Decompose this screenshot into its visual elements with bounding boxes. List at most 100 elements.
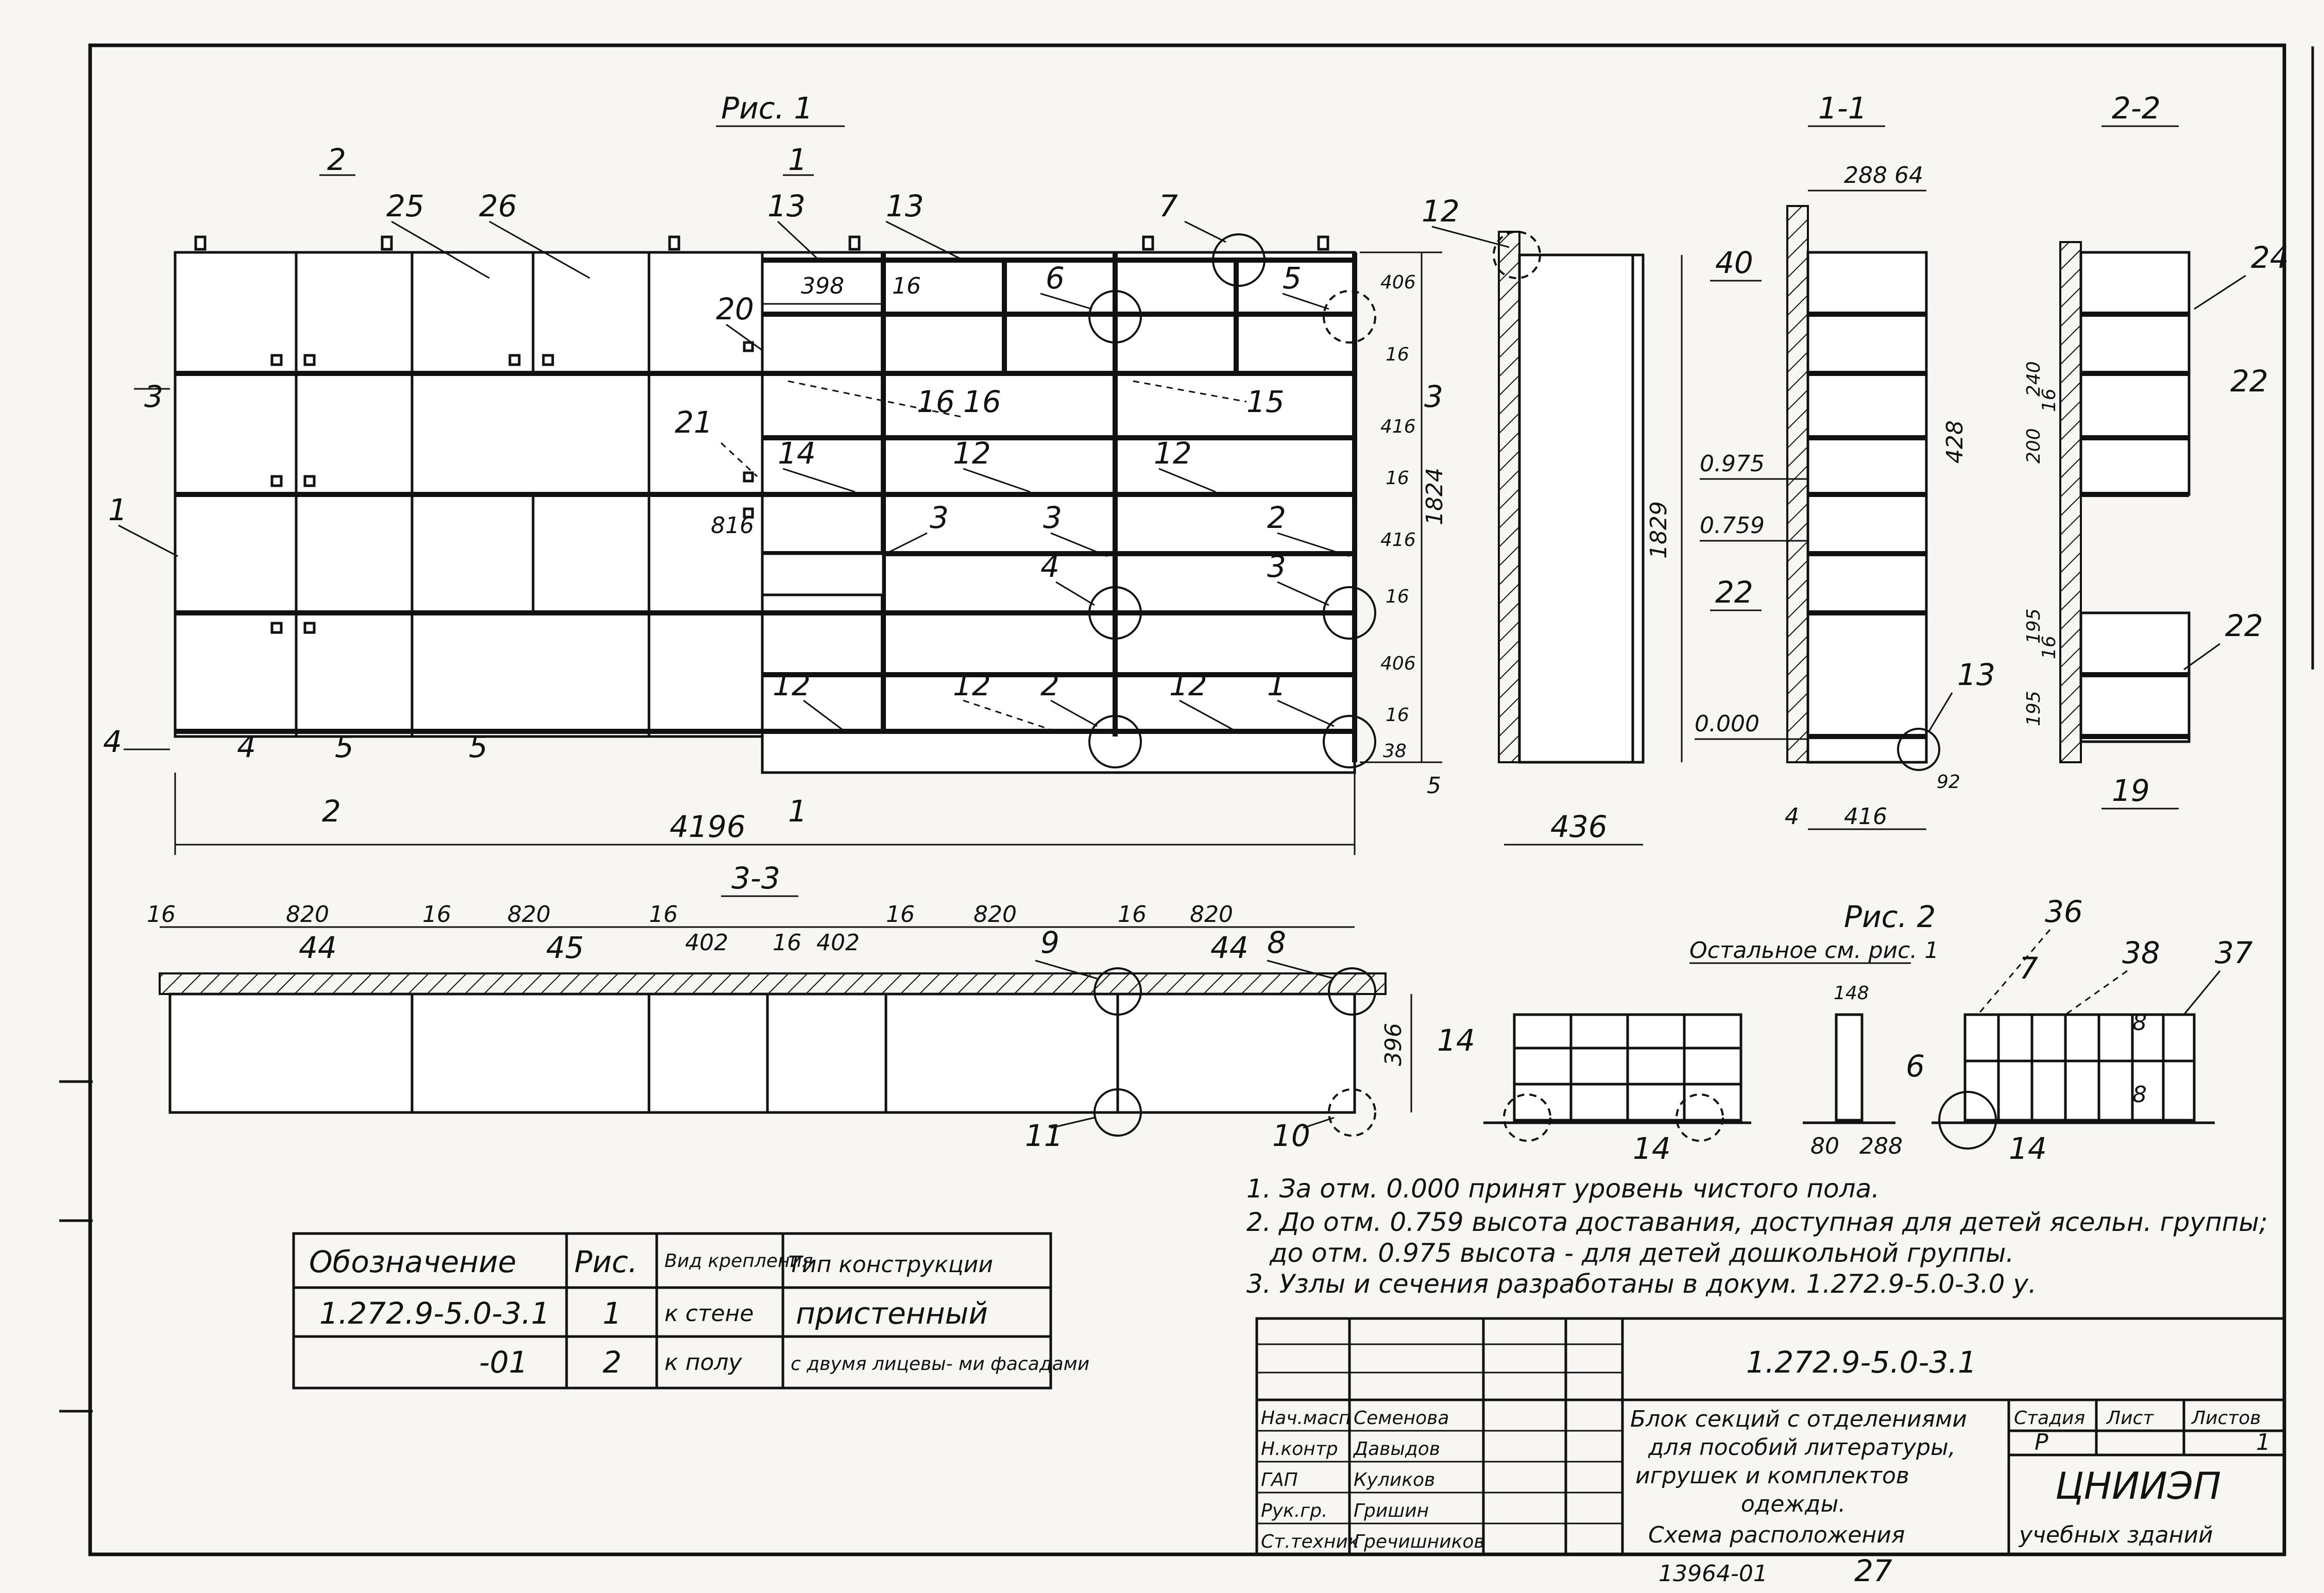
svg-text:Нач.масп: Нач.масп	[1261, 1408, 1351, 1429]
svg-text:38: 38	[2122, 935, 2160, 970]
svg-text:195: 195	[2023, 691, 2044, 726]
general-notes: 1. За отм. 0.000 принят уровень чистого …	[1246, 1174, 2268, 1299]
svg-text:5: 5	[469, 729, 488, 764]
svg-text:2: 2	[327, 142, 346, 177]
front-callouts: 2 25 26 1 13 13 7 20 6 5 21 14 12	[103, 142, 1443, 829]
svg-text:3: 3	[1424, 379, 1443, 414]
svg-text:1: 1	[108, 492, 127, 527]
svg-text:16: 16	[649, 901, 678, 928]
svg-text:37: 37	[2215, 935, 2253, 970]
svg-text:14: 14	[1437, 1023, 1475, 1058]
svg-text:14: 14	[778, 436, 816, 471]
svg-text:3: 3	[1043, 500, 1062, 535]
svg-text:1-1: 1-1	[1818, 91, 1867, 126]
front-view: Рис. 1	[103, 91, 1448, 855]
svg-text:Р: Р	[2035, 1429, 2048, 1455]
svg-text:0.975: 0.975	[1700, 451, 1765, 477]
svg-text:3: 3	[930, 500, 949, 535]
svg-text:Рук.гр.: Рук.гр.	[1261, 1500, 1327, 1521]
svg-text:12: 12	[953, 436, 991, 471]
svg-text:22: 22	[2230, 364, 2268, 399]
svg-text:7: 7	[1159, 189, 1178, 224]
svg-text:9: 9	[1040, 925, 1060, 960]
section-2-2: 2-2 24 22 22 19 200 240 16 195 16 195	[2023, 91, 2289, 810]
svg-text:16: 16	[892, 273, 921, 299]
svg-text:25: 25	[386, 189, 424, 224]
svg-text:Блок секций с отделениями: Блок секций с отделениями	[1630, 1406, 1967, 1432]
svg-text:16: 16	[422, 901, 451, 928]
svg-text:45: 45	[546, 930, 584, 965]
svg-text:пристенный: пристенный	[796, 1296, 988, 1331]
svg-text:5: 5	[1283, 261, 1302, 296]
svg-text:0.000: 0.000	[1695, 711, 1759, 737]
sheet-frame	[88, 43, 2286, 1556]
svg-text:15: 15	[1246, 384, 1285, 419]
svg-text:1: 1	[2256, 1429, 2270, 1455]
svg-text:19: 19	[2112, 773, 2150, 808]
section-1-1: 1-1 288 64 40 428 0.975 0.759 22 0.000 1…	[1695, 91, 1995, 830]
svg-text:416: 416	[1380, 416, 1416, 437]
svg-text:3: 3	[1267, 549, 1286, 584]
svg-text:игрушек и комплектов: игрушек и комплектов	[1635, 1463, 1909, 1489]
fig1-title: Рис. 1	[721, 91, 813, 126]
plan-wall	[159, 972, 1387, 995]
svg-text:2: 2	[1040, 667, 1060, 703]
svg-text:200: 200	[2023, 428, 2044, 464]
svg-text:5: 5	[1427, 773, 1441, 799]
svg-text:ЦНИИЭП: ЦНИИЭП	[2055, 1464, 2221, 1508]
svg-text:2: 2	[322, 794, 341, 829]
svg-text:14: 14	[1633, 1131, 1671, 1166]
svg-text:20: 20	[716, 292, 754, 327]
plan-3-3: 3-3 16 820 16 820 16 402 16 402 16 820 1…	[147, 861, 1412, 1153]
svg-text:240: 240	[2023, 361, 2044, 397]
svg-text:288 64: 288 64	[1844, 162, 1923, 189]
svg-text:для пособий литературы,: для пособий литературы,	[1648, 1434, 1956, 1461]
svg-text:816: 816	[711, 512, 754, 539]
svg-text:Листов: Листов	[2191, 1408, 2261, 1429]
note-3: 3. Узлы и сечения разработаны в докум. 1…	[1246, 1269, 2037, 1299]
svg-text:21: 21	[675, 405, 713, 440]
note-2: 2. До отм. 0.759 высота доставания, дост…	[1246, 1207, 2268, 1237]
svg-text:1: 1	[603, 1296, 622, 1331]
svg-text:4: 4	[103, 724, 122, 759]
svg-text:16: 16	[963, 384, 1001, 419]
svg-text:12: 12	[773, 667, 811, 703]
svg-text:24: 24	[2251, 240, 2289, 275]
svg-text:с двумя лицевы- ми фасадами: с двумя лицевы- ми фасадами	[791, 1354, 1089, 1375]
svg-text:416: 416	[1380, 529, 1416, 551]
svg-text:288: 288	[1859, 1133, 1903, 1159]
svg-text:16: 16	[2039, 636, 2060, 659]
svg-text:22: 22	[2225, 608, 2263, 643]
drawing-code: 1.272.9-5.0-3.1	[1746, 1345, 1977, 1380]
svg-text:10: 10	[1272, 1118, 1310, 1153]
svg-text:2-2: 2-2	[2112, 91, 2161, 126]
svg-text:820: 820	[507, 901, 551, 928]
svg-text:406: 406	[1380, 653, 1416, 674]
svg-text:Остальное см. рис. 1: Остальное см. рис. 1	[1689, 937, 1939, 964]
svg-text:8: 8	[2132, 1082, 2147, 1108]
svg-text:26: 26	[479, 189, 517, 224]
svg-text:12: 12	[1154, 436, 1192, 471]
svg-text:16: 16	[1386, 344, 1409, 365]
svg-text:Лист: Лист	[2106, 1408, 2154, 1429]
svg-text:16: 16	[1386, 705, 1409, 726]
svg-text:Стадия: Стадия	[2014, 1408, 2085, 1429]
detail-7-circle	[1212, 233, 1266, 287]
svg-text:Гришин: Гришин	[1354, 1500, 1429, 1521]
svg-text:Рис. 2: Рис. 2	[1844, 899, 1936, 934]
svg-text:ГАП: ГАП	[1261, 1469, 1298, 1491]
side-view: 12 1829 436	[1422, 194, 1683, 846]
svg-text:Тип конструкции: Тип конструкции	[788, 1252, 993, 1278]
svg-text:-01: -01	[479, 1345, 528, 1380]
svg-text:402: 402	[816, 930, 860, 956]
archive-number: 13964-01	[1659, 1561, 1768, 1587]
designation-table: Обозначение Рис. Вид крепления Тип конст…	[292, 1232, 1089, 1390]
svg-text:11: 11	[1025, 1118, 1063, 1153]
svg-text:820: 820	[1190, 901, 1233, 928]
svg-text:8: 8	[2132, 1009, 2147, 1036]
svg-text:416: 416	[1844, 803, 1887, 830]
svg-text:92: 92	[1937, 772, 1960, 793]
svg-text:40: 40	[1715, 245, 1753, 280]
note-2b: до отм. 0.975 высота - для детей дошколь…	[1269, 1238, 2014, 1268]
